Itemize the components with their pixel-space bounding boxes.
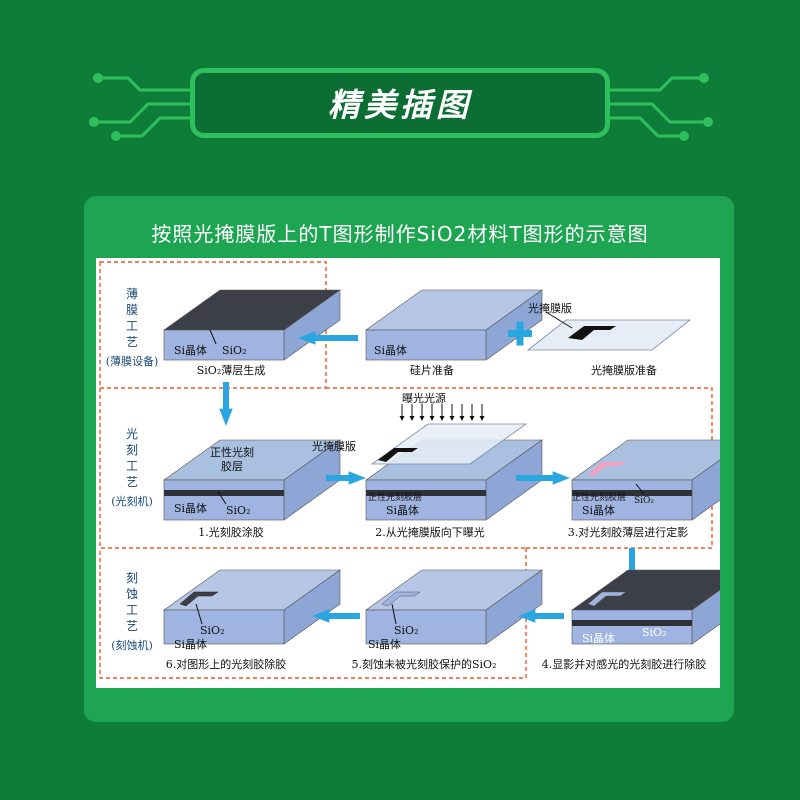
resist-label-c: 正性光刻胶层 xyxy=(572,493,627,503)
si-label-h: Si晶体 xyxy=(582,632,616,645)
card-title: 按照光掩膜版上的T图形制作SiO2材料T图形的示意图 xyxy=(151,222,649,246)
light-ray-head-4 xyxy=(439,416,445,421)
mask-t-pattern xyxy=(568,326,616,340)
section-thin-film-equipment: (薄膜设备) xyxy=(105,355,159,368)
arrow-step1-to-2-head xyxy=(348,471,366,485)
caption-step-6: 6.对图形上的光刻胶除胶 xyxy=(165,658,287,671)
section-thin-film: 薄膜工艺 (薄膜设备) xyxy=(104,286,160,370)
light-ray-head-3 xyxy=(429,416,435,421)
light-ray-head-7 xyxy=(469,416,475,421)
block-wafer-front xyxy=(365,329,487,361)
step1-sio2-layer xyxy=(164,490,284,496)
sio2-label-h: SiO₂ xyxy=(642,626,667,639)
step2-mask-t xyxy=(378,448,418,462)
step4-t-resist xyxy=(587,591,627,607)
arrow-step5-to-6-head xyxy=(312,609,330,623)
sio2-label-a: SiO₂ xyxy=(222,344,247,357)
resist-label-b: 正性光刻胶层 xyxy=(368,493,423,503)
step3-sio2-layer xyxy=(572,490,692,496)
section-etching-name: 刻蚀工艺 xyxy=(125,571,138,633)
si-label-a: Si晶体 xyxy=(174,344,208,357)
block-step2-front xyxy=(365,479,487,521)
step6-t xyxy=(179,591,219,607)
light-ray-head-1 xyxy=(409,416,415,421)
si-label-d: Si晶体 xyxy=(386,504,420,517)
sio2-pointer-g xyxy=(391,603,397,625)
sio2-pointer-f xyxy=(195,603,203,625)
caption-mask-prep: 光掩膜版准备 xyxy=(591,364,657,377)
caption-step-3: 3.对光刻胶薄层进行定影 xyxy=(567,526,689,539)
litho-border-left xyxy=(99,388,526,549)
arrow-step2-to-3-head xyxy=(552,471,570,485)
step2-sio2-layer xyxy=(366,490,486,496)
light-ray-head-8 xyxy=(479,416,485,421)
step4-sio2-layer xyxy=(572,620,692,626)
si-label-g: Si晶体 xyxy=(368,638,402,651)
si-label-c: Si晶体 xyxy=(174,502,208,515)
sio2-label-c: SiO₂ xyxy=(226,504,251,517)
block-step5-front xyxy=(365,609,487,645)
step3-t-exposed xyxy=(588,462,626,476)
circuit-decoration xyxy=(89,73,713,141)
caption-step-2: 2.从光掩膜版向下曝光 xyxy=(375,526,485,539)
block-step1-front xyxy=(163,479,285,521)
step2-mask xyxy=(370,423,528,465)
sio2-pointer-a xyxy=(209,329,217,345)
light-ray-head-2 xyxy=(419,416,425,421)
caption-step-5: 5.刻蚀未被光刻胶保护的SiO₂ xyxy=(351,658,497,671)
section-lithography-equipment: (光刻机) xyxy=(111,495,153,508)
arrow-sio2-to-litho-head xyxy=(219,408,233,426)
section-thin-film-name: 薄膜工艺 xyxy=(125,287,138,349)
caption-sio2-layer: SiO₂薄层生成 xyxy=(196,364,266,377)
si-label-e: Si晶体 xyxy=(582,504,616,517)
light-ray-head-0 xyxy=(399,416,405,421)
sio2-label-e: SiO₂ xyxy=(634,496,655,506)
section-etching: 刻蚀工艺 (刻蚀机) xyxy=(104,570,160,654)
header-title: 精美插图 xyxy=(327,86,472,124)
caption-step-1: 1.光刻胶涂胶 xyxy=(198,526,264,539)
process-diagram-panel: 薄膜工艺 (薄膜设备) 光刻工艺 (光刻机) 刻蚀工艺 (刻蚀机) Si晶体 S… xyxy=(96,258,720,688)
resist-label: 正性光刻胶层 xyxy=(210,446,254,473)
arrow-wafer-to-sio2-head xyxy=(298,331,316,345)
sio2-label-f: SiO₂ xyxy=(200,624,225,637)
si-label-f: Si晶体 xyxy=(174,638,208,651)
mask-label-a: 光掩膜版 xyxy=(528,302,572,315)
section-lithography: 光刻工艺 (光刻机) xyxy=(104,426,160,510)
block-sio2-front xyxy=(163,329,285,361)
si-label-b: Si晶体 xyxy=(374,344,408,357)
light-source-label: 曝光光源 xyxy=(402,392,446,405)
sio2-pointer-c xyxy=(217,491,227,505)
process-diagram xyxy=(99,261,720,679)
block-step4-front xyxy=(571,609,693,645)
block-step6-front xyxy=(163,609,285,645)
arrow-step4-to-5-head xyxy=(518,609,536,623)
sio2-label-g: SiO₂ xyxy=(394,624,419,637)
caption-wafer-prep: 硅片准备 xyxy=(410,364,454,377)
sio2-pointer-e xyxy=(635,483,645,495)
mask-label-b: 光掩膜版 xyxy=(312,440,356,453)
plus-v xyxy=(516,321,524,346)
block-step3-front xyxy=(571,479,693,521)
mask-pointer xyxy=(545,311,573,329)
caption-step-4: 4.显影并对感光的光刻胶进行除胶 xyxy=(541,658,707,671)
mask-plate xyxy=(526,319,692,351)
section-lithography-name: 光刻工艺 xyxy=(125,427,138,489)
header-banner: 精美插图 xyxy=(190,68,610,138)
section-etching-equipment: (刻蚀机) xyxy=(111,639,153,652)
light-ray-head-5 xyxy=(449,416,455,421)
light-ray-head-6 xyxy=(459,416,465,421)
step5-t xyxy=(381,591,421,607)
